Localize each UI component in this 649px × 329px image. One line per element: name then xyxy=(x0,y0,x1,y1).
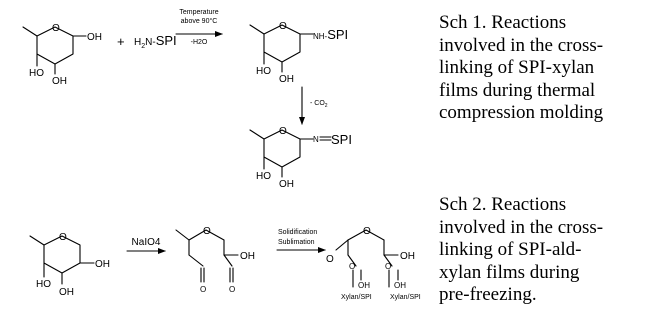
reaction-arrow-co2: - CO2 xyxy=(299,86,328,125)
reagent-mid: N- xyxy=(145,37,156,48)
hydroxyl-label: OH xyxy=(52,76,67,87)
ring-oxygen-label: O xyxy=(203,226,211,237)
xylan-ring-reactant-2: O OH HO OH xyxy=(29,232,110,298)
condition-minus-co2: - CO2 xyxy=(310,100,328,109)
scheme1-caption: Sch 1. Reactions involved in the cross- … xyxy=(439,12,649,125)
aldehyde-oxygen-label: O xyxy=(229,285,235,294)
spi-label: SPI xyxy=(331,132,352,147)
condition-sublimation: Sublimation xyxy=(278,239,315,246)
spi-amine-reagent: H2N-SPI xyxy=(134,33,177,50)
reaction-arrow-heat: Temperature above 90°C -H2O xyxy=(175,9,223,46)
condition-temperature: Temperature xyxy=(179,9,218,16)
hydroxyl-label: HO xyxy=(256,66,271,77)
ring-oxygen-label: O xyxy=(363,226,371,237)
hydroxyl-label: OH xyxy=(240,251,255,262)
hydroxyl-label: OH xyxy=(87,32,102,43)
ring-oxygen-label: O xyxy=(52,23,60,34)
dialdehyde-xylan: O OH O O xyxy=(175,226,255,294)
ring-oxygen-label: O xyxy=(59,232,67,243)
caption-line: pre-freezing. xyxy=(439,284,537,305)
caption-line: involved in the cross- xyxy=(439,34,604,56)
spi-label: SPI xyxy=(327,27,348,42)
condition-above-90c: above 90°C xyxy=(181,17,218,25)
linkage-oxygen-label: O xyxy=(349,262,355,271)
reagent-prefix: H xyxy=(134,37,141,48)
reagent-subscript: 2 xyxy=(141,43,145,50)
xylan-ring-reactant: O OH HO OH xyxy=(22,23,102,87)
chain-oxygen-label: O xyxy=(326,254,334,265)
reagent-naio4: NaIO4 xyxy=(132,237,161,248)
plus-sign: + xyxy=(117,34,125,49)
nh-spi-group: NH-SPI xyxy=(313,27,348,42)
reagent-spi: SPI xyxy=(156,33,177,48)
hydroxyl-label: OH xyxy=(358,281,370,290)
reaction-arrow-freezing: Solidification Sublimation xyxy=(276,229,326,253)
condition-minus-water: -H2O xyxy=(191,39,208,46)
caption-line: xylan films during xyxy=(439,261,580,283)
hydroxyl-label: OH xyxy=(279,74,294,85)
hydroxyl-label: OH xyxy=(95,259,110,270)
imine-nitrogen-label: N xyxy=(313,135,319,144)
xylan-spi-label: Xylan/SPI xyxy=(390,294,421,301)
crosslinked-xylan-spi: O O OH O O OH OH Xylan/SPI Xylan/SPI xyxy=(326,226,421,301)
ring-oxygen-label: O xyxy=(279,126,287,137)
hydroxyl-label: OH xyxy=(394,281,406,290)
linkage-oxygen-label: O xyxy=(385,262,391,271)
xylan-nh-spi-product: O NH-SPI HO OH xyxy=(249,21,348,85)
caption-line: films during thermal xyxy=(439,79,596,101)
caption-line: Sch 2. Reactions xyxy=(439,194,567,215)
condition-solidification: Solidification xyxy=(278,229,317,236)
caption-line: involved in the cross- xyxy=(439,216,604,238)
hydroxyl-label: HO xyxy=(29,68,44,79)
hydroxyl-label: OH xyxy=(400,251,415,262)
xylan-imine-spi-product: O N SPI HO OH xyxy=(249,126,352,190)
hydroxyl-label: HO xyxy=(256,171,271,182)
aldehyde-oxygen-label: O xyxy=(200,285,206,294)
hydroxyl-label: HO xyxy=(36,279,51,290)
caption-line: linking of SPI-xylan xyxy=(439,57,595,78)
reaction-arrow-periodate: NaIO4 xyxy=(126,237,166,254)
caption-line: linking of SPI-ald- xyxy=(439,239,582,260)
caption-line: compression molding xyxy=(439,102,604,123)
xylan-spi-label: Xylan/SPI xyxy=(341,294,372,301)
ring-oxygen-label: O xyxy=(279,21,287,32)
nh-label: NH- xyxy=(313,32,328,41)
scheme2-caption: Sch 2. Reactions involved in the cross- … xyxy=(439,194,649,307)
hydroxyl-label: OH xyxy=(59,287,74,298)
caption-line: Sch 1. Reactions xyxy=(439,12,567,33)
hydroxyl-label: OH xyxy=(279,179,294,190)
